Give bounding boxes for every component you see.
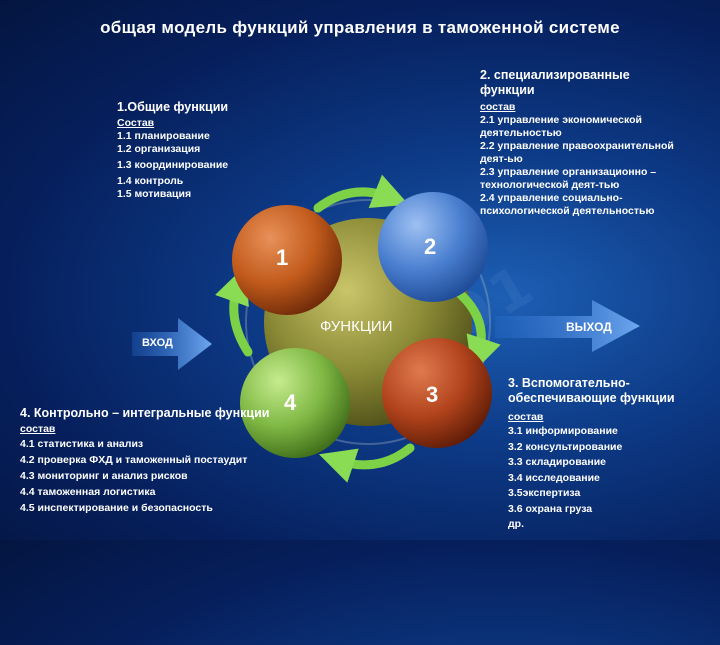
circle-2-number: 2 [424, 234, 437, 259]
block2-item: 2.1 управление экономической деятельност… [480, 114, 642, 139]
arrow-1-to-2 [313, 174, 409, 213]
block1-item: 1.3 координирование [117, 159, 229, 171]
center-label: ФУНКЦИИ [320, 318, 393, 335]
page-title: общая модель функций управления в таможе… [100, 18, 620, 37]
block3-item: 3.5экспертиза [508, 487, 581, 499]
arrow-3-to-4 [318, 443, 415, 483]
block2-item: 2.2 управление правоохранительной деят-ь… [480, 140, 674, 165]
block3-item: 3.2 консультирование [508, 440, 623, 453]
cycle-arrows [215, 174, 501, 483]
support-functions-block: 3. Вспомогательно-обеспечивающие функции… [508, 376, 708, 533]
circle-4 [240, 348, 350, 458]
block3-item: 3.6 охрана груза [508, 502, 593, 515]
circle-1 [232, 205, 342, 315]
block4-item: 4.3 мониторинг и анализ рисков [20, 470, 188, 482]
block1-item: 1.4 контроль [117, 175, 184, 187]
block3-heading: 3. Вспомогательно-обеспечивающие функции [508, 376, 675, 405]
block3-item: 3.4 исследование [508, 471, 600, 484]
circle-2 [378, 192, 488, 302]
circle-3 [382, 338, 492, 448]
block4-item: 4.5 инспектирование и безопасность [20, 502, 213, 514]
block3-item: 3.3 складирование [508, 456, 606, 468]
input-arrow [132, 318, 212, 370]
control-functions-block: 4. Контрольно – интегральные функции сос… [20, 406, 269, 516]
block2-heading: 2. специализированные функции [480, 68, 630, 97]
general-functions-block: 1.Общие функции Состав 1.1 планирование … [117, 100, 228, 201]
block1-subheading: Состав [117, 117, 155, 129]
block1-item: 1.1 планирование [117, 130, 210, 142]
block2-item: 2.4 управление социально-психологической… [480, 192, 655, 217]
circle-1-number: 1 [276, 245, 289, 270]
output-label: ВЫХОД [566, 320, 612, 334]
block3-item: 3.1 информирование [508, 425, 618, 437]
input-label: ВХОД [142, 337, 173, 349]
block3-item: др. [508, 518, 524, 530]
block4-subheading: состав [20, 423, 56, 435]
block1-heading: 1.Общие функции [117, 100, 229, 114]
arrow-4-to-1 [215, 267, 253, 357]
arrow-2-to-3 [453, 287, 501, 374]
block2-item: 2.3 управление организационно – технолог… [480, 166, 657, 191]
block4-item: 4.1 статистика и анализ [20, 438, 144, 450]
circle-4-number: 4 [284, 390, 297, 415]
block4-heading: 4. Контрольно – интегральные функции [20, 406, 270, 420]
block1-item: 1.2 организация [117, 143, 201, 155]
output-arrow [495, 300, 640, 352]
circle-3-number: 3 [426, 382, 439, 407]
block3-subheading: состав [508, 411, 544, 423]
block4-item: 4.4 таможенная логистика [20, 486, 156, 498]
block4-item: 4.2 проверка ФХД и таможенный постаудит [20, 454, 248, 466]
specialized-functions-block: 2. специализированные функции состав 2.1… [480, 68, 685, 218]
block2-subheading: состав [480, 101, 516, 113]
block1-item: 1.5 мотивация [117, 188, 192, 200]
functions-diagram [132, 174, 640, 483]
